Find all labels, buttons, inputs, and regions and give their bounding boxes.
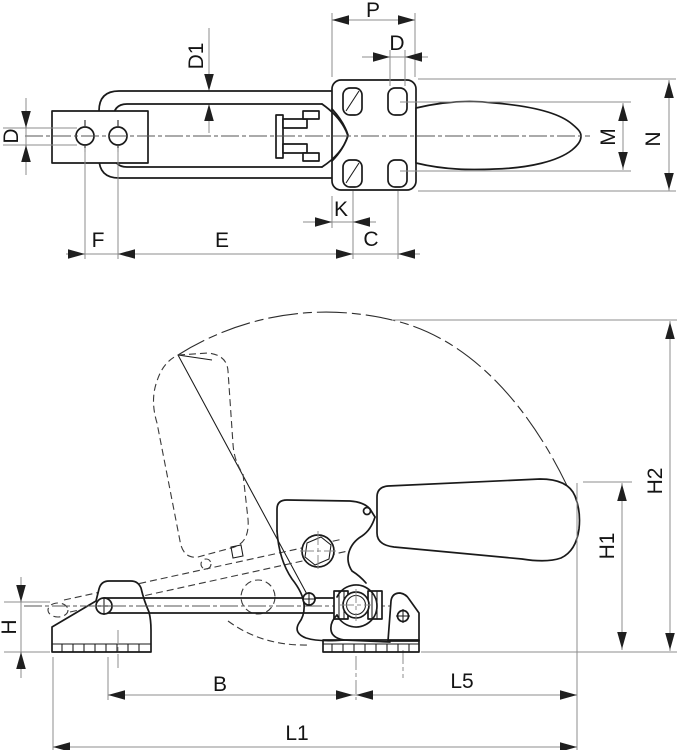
dim-label-k: K <box>334 198 348 221</box>
dim-label-h2: H2 <box>644 468 667 495</box>
base-plate <box>322 639 420 653</box>
dim-label-d-slot: D <box>389 32 404 55</box>
base-serration <box>323 643 419 652</box>
latch-plate <box>51 110 149 164</box>
clamp-body-top <box>276 499 376 532</box>
dim-label-l1: L1 <box>285 722 308 745</box>
dim-label-d-hole: D <box>0 128 23 143</box>
spindle-bar-bottom <box>282 143 308 154</box>
catch-plate <box>51 580 152 653</box>
bail-end-open <box>47 602 69 618</box>
dim-label-b: B <box>213 673 227 696</box>
ball-crosshair <box>340 589 372 621</box>
catch-serration <box>52 643 151 652</box>
dim-label-p: P <box>366 0 380 22</box>
dim-label-c: C <box>363 228 378 251</box>
clamp-body-bottom <box>330 614 391 643</box>
side-view: H B L5 L1 H1 H2 <box>0 311 677 750</box>
clamp-body-left <box>276 530 345 642</box>
handle-swing-arc <box>177 311 579 511</box>
arm-end-block <box>230 544 244 559</box>
spindle-bar-top <box>282 118 308 129</box>
pivot-bolt-hex <box>304 536 332 566</box>
dim-label-f: F <box>92 229 105 252</box>
handle-open-position <box>152 352 249 558</box>
base-ear-hole-cross <box>396 609 410 623</box>
top-view: P D D1 D M N K <box>0 0 676 259</box>
dim-lines-h1 <box>421 481 677 653</box>
dim-lines-l1 <box>52 657 577 750</box>
dim-label-e: E <box>215 229 229 252</box>
link-open-circle <box>240 579 276 615</box>
slot-bottom-right <box>387 159 408 188</box>
spindle-tab-top <box>302 110 320 120</box>
dim-lines-h2 <box>392 319 677 651</box>
arm-pin-open <box>200 558 212 570</box>
link-pivot-cross <box>302 592 316 606</box>
spring-hole <box>362 506 372 516</box>
dim-label-n: N <box>642 131 665 146</box>
spindle-tab-bottom <box>302 152 320 162</box>
arm-open-lower-edge <box>227 620 309 646</box>
handle-top-view <box>415 100 582 171</box>
clamp-body-notch <box>347 516 376 584</box>
dim-label-l5: L5 <box>450 670 473 693</box>
dim-label-h: H <box>0 619 21 634</box>
dim-lines-d-hole <box>3 98 77 175</box>
dim-label-h1: H1 <box>596 533 619 560</box>
clamp-body-fork <box>336 584 378 628</box>
handle-side-view <box>376 478 581 562</box>
dim-label-d1: D1 <box>185 43 208 70</box>
dim-lines-f-e-c <box>66 148 420 259</box>
dim-label-m: M <box>597 128 620 146</box>
pivot-bolt-crosshair <box>300 531 336 571</box>
slot-diagonal-marks <box>345 90 360 184</box>
bail-bar-side <box>103 597 335 614</box>
dim-lines-n <box>418 78 676 192</box>
